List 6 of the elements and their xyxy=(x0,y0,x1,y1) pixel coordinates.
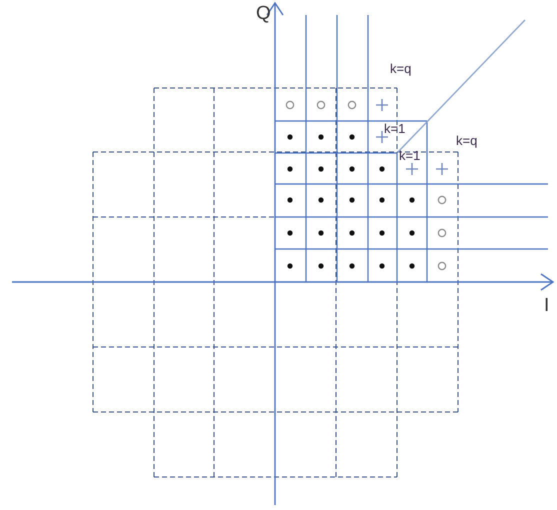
region-label: k=q xyxy=(390,62,412,75)
region-label: k=1 xyxy=(384,122,406,135)
region-label: k=q xyxy=(456,134,478,147)
region-label: k=1 xyxy=(399,149,420,162)
axis-label: I xyxy=(544,296,550,315)
axis-label: Q xyxy=(256,4,271,23)
